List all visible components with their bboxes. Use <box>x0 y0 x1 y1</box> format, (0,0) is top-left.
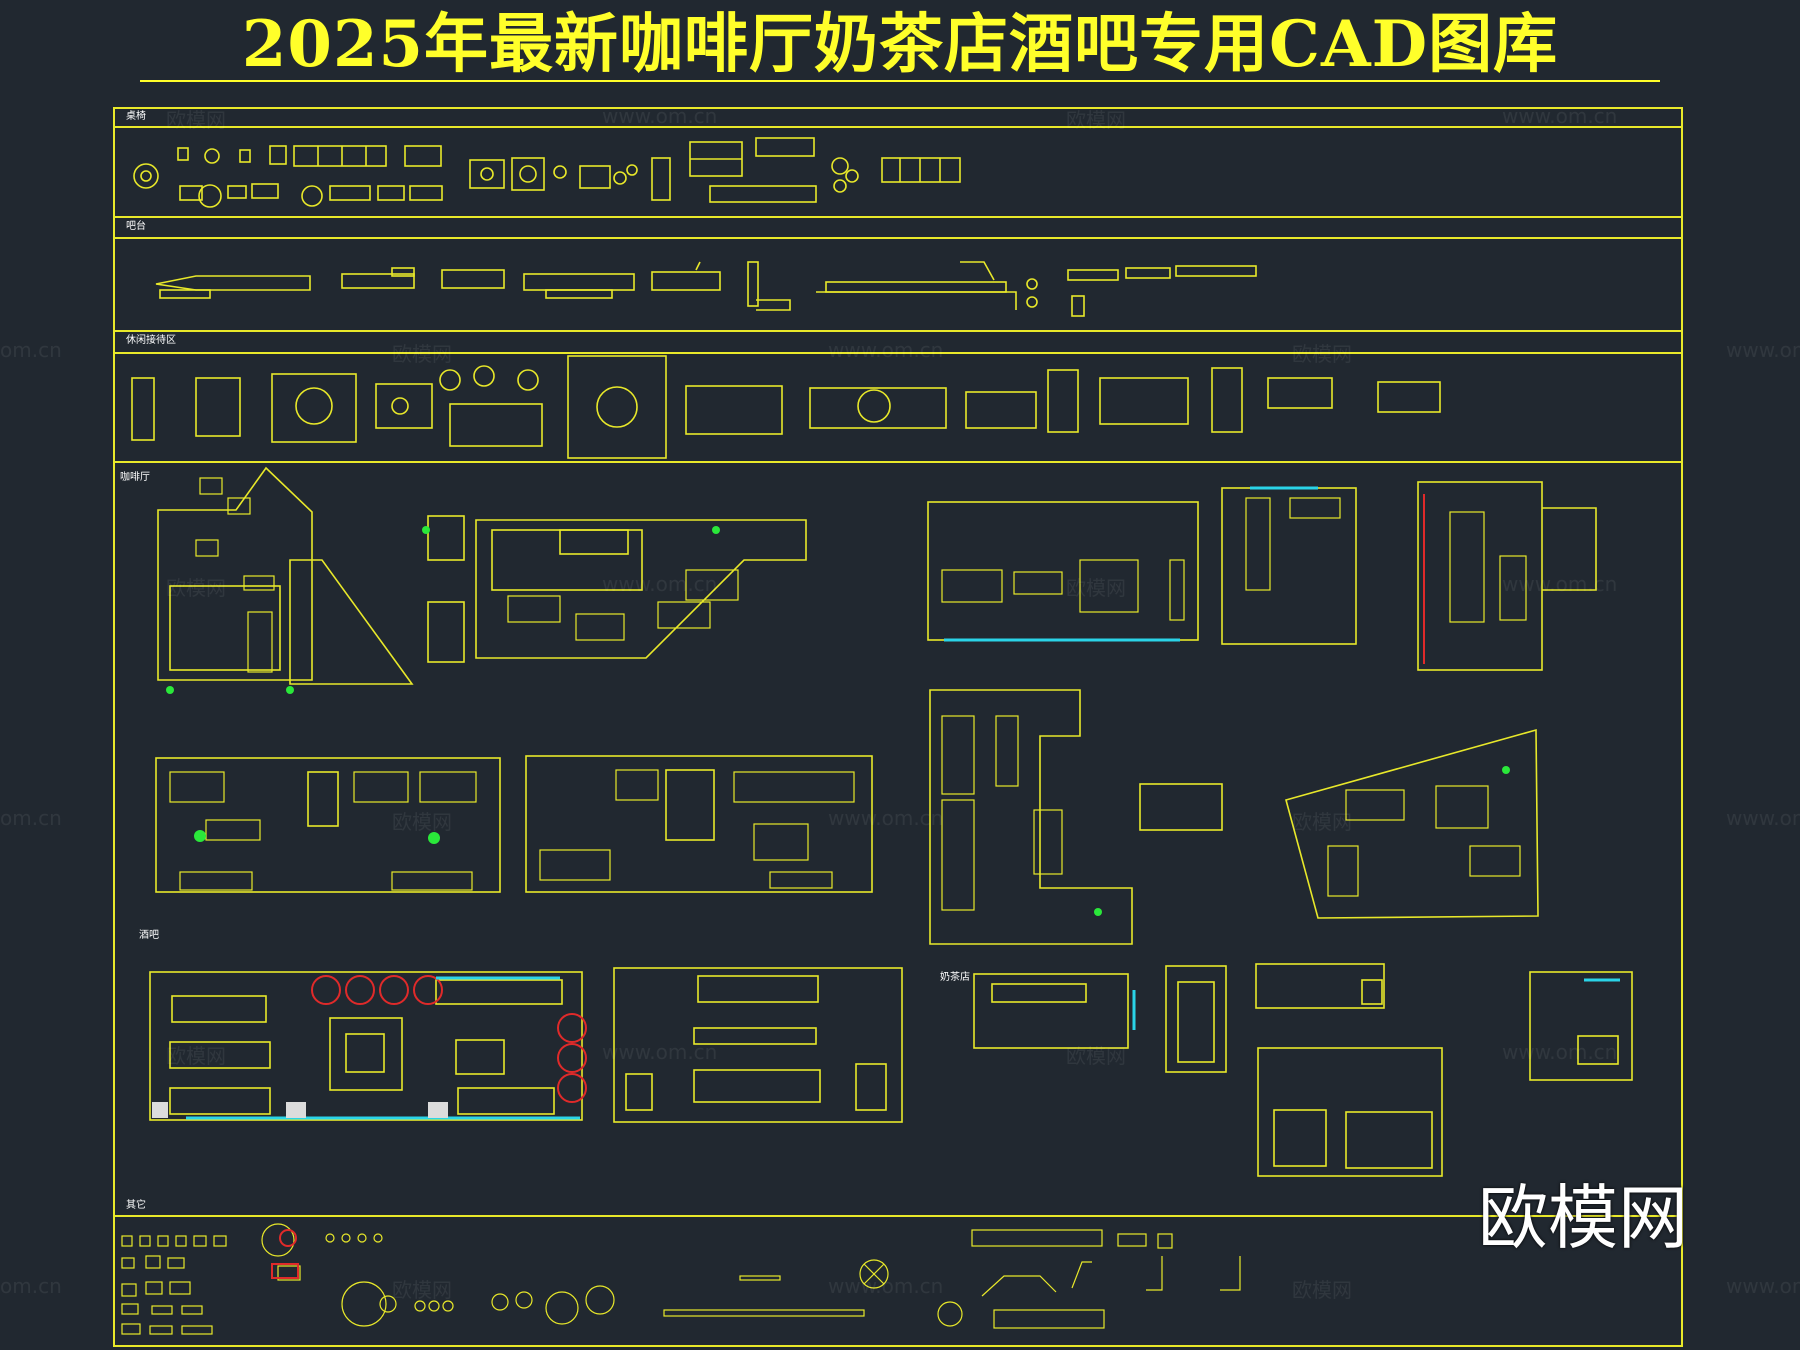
watermark-url-2: www.om.cn <box>1502 104 1618 128</box>
watermark-url-11: www.om.cn <box>828 1274 944 1298</box>
bar-plans <box>149 967 903 1123</box>
watermark-logo-3: 欧模网 <box>392 342 452 366</box>
drawing-frame <box>113 107 1683 1347</box>
watermark-logo-2: 欧模网 <box>1066 108 1126 132</box>
title-underline <box>140 80 1660 82</box>
bar-counter-row <box>155 261 1257 317</box>
watermark-short-3: om.cn <box>0 1274 62 1298</box>
watermark-url-9: www.om.cn <box>602 1040 718 1064</box>
divider-tables <box>113 126 1683 128</box>
section-label-milk-tea: 奶茶店 <box>940 972 970 983</box>
divider-others <box>113 1215 1683 1217</box>
watermark-logo-8: 欧模网 <box>1292 810 1352 834</box>
section-label-cafe: 咖啡厅 <box>120 472 150 483</box>
watermark-url-8: www.om.cn <box>1726 806 1800 830</box>
watermark-logo-large: 欧模网 <box>1478 1177 1688 1259</box>
watermark-url-6: www.om.cn <box>1502 572 1618 596</box>
cafe-plans <box>155 466 1597 945</box>
watermark-short-2: om.cn <box>0 806 62 830</box>
watermark-url-5: www.om.cn <box>602 572 718 596</box>
watermark-logo-9: 欧模网 <box>166 1044 226 1068</box>
watermark-url-12: www.om.cn <box>1726 1274 1800 1298</box>
watermark-logo-6: 欧模网 <box>1066 576 1126 600</box>
watermark-url-3: www.om.cn <box>828 338 944 362</box>
watermark-logo-12: 欧模网 <box>1292 1278 1352 1302</box>
page-title: 2025年最新咖啡厅奶茶店酒吧专用CAD图库 <box>241 7 1559 82</box>
watermark-url-4: www.om.cn <box>1726 338 1800 362</box>
watermark-url-1: www.om.cn <box>602 104 718 128</box>
section-label-others: 其它 <box>126 1200 146 1211</box>
divider-bar-counter-end <box>113 330 1683 332</box>
divider-tables-end <box>113 216 1683 218</box>
milk-tea-plans <box>973 963 1633 1177</box>
section-label-tables: 桌椅 <box>126 111 146 122</box>
divider-lounge-end <box>113 461 1683 463</box>
watermark-logo-7: 欧模网 <box>392 810 452 834</box>
watermark-short-1: om.cn <box>0 338 62 362</box>
watermark-logo-11: 欧模网 <box>392 1278 452 1302</box>
others-row <box>121 1223 1241 1335</box>
section-label-bar: 酒吧 <box>139 930 159 941</box>
cafe-table-clusters <box>169 477 1527 911</box>
lounge-row <box>131 355 1441 459</box>
watermark-logo-4: 欧模网 <box>1292 342 1352 366</box>
watermark-url-7: www.om.cn <box>828 806 944 830</box>
watermark-logo-5: 欧模网 <box>166 576 226 600</box>
divider-bar-counter <box>113 237 1683 239</box>
watermark-logo-10: 欧模网 <box>1066 1044 1126 1068</box>
tables-chairs-row <box>133 137 961 208</box>
watermark-logo-1: 欧模网 <box>166 108 226 132</box>
section-label-bar-counter: 吧台 <box>126 221 146 232</box>
watermark-url-10: www.om.cn <box>1502 1040 1618 1064</box>
section-label-lounge: 休闲接待区 <box>126 335 176 346</box>
divider-lounge <box>113 352 1683 354</box>
